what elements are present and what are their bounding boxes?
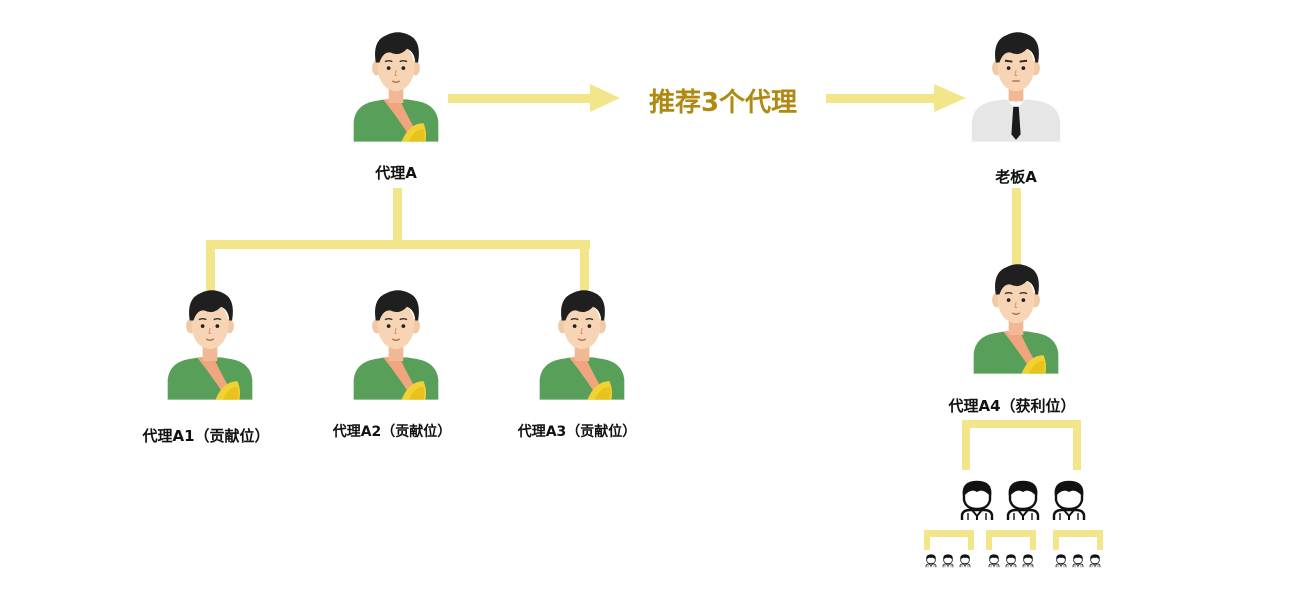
agent-a-avatar-icon bbox=[352, 31, 440, 143]
boss-connector bbox=[1012, 188, 1021, 268]
arrow-agent-to-headline bbox=[448, 84, 620, 112]
sub-agent-level2-icon bbox=[942, 554, 954, 568]
boss-a-label: 老板A bbox=[995, 168, 1037, 186]
sub-agent-level2-icon bbox=[1072, 554, 1084, 568]
agent-a4-bracket bbox=[962, 420, 1081, 470]
sub-agent-level2-icon bbox=[1022, 554, 1034, 568]
sub-agent-level2-icon bbox=[1005, 554, 1017, 568]
agent-a2-avatar-icon bbox=[352, 289, 440, 401]
sub-agent-level2-icon bbox=[1089, 554, 1101, 568]
agent-a4-avatar-icon bbox=[972, 263, 1060, 375]
agent-a4-label: 代理A4（获利位） bbox=[948, 397, 1076, 415]
arrow-headline-to-boss bbox=[826, 84, 966, 112]
agent-a-tree-connector bbox=[206, 188, 590, 306]
sub-agent-level1-icon bbox=[1006, 480, 1040, 522]
sub-agent-level1-icon bbox=[1052, 480, 1086, 522]
agent-a3-label: 代理A3（贡献位） bbox=[517, 424, 637, 440]
agent-a2-label: 代理A2（贡献位） bbox=[332, 424, 452, 440]
sub-agent-level1-icon bbox=[960, 480, 994, 522]
sub-agent-brackets bbox=[924, 530, 1103, 550]
agent-a3-avatar-icon bbox=[538, 289, 626, 401]
sub-agent-level2-icon bbox=[988, 554, 1000, 568]
sub-agent-level2-icon bbox=[925, 554, 937, 568]
sub-agent-level2-icon bbox=[1055, 554, 1067, 568]
agent-a1-label: 代理A1（贡献位） bbox=[142, 427, 270, 445]
sub-agent-level2-icon bbox=[959, 554, 971, 568]
boss-a-avatar-icon bbox=[970, 31, 1062, 143]
agent-a1-avatar-icon bbox=[166, 289, 254, 401]
headline-recommend-three-agents: 推荐3个代理 bbox=[648, 88, 798, 118]
agent-a-label: 代理A bbox=[375, 164, 417, 182]
